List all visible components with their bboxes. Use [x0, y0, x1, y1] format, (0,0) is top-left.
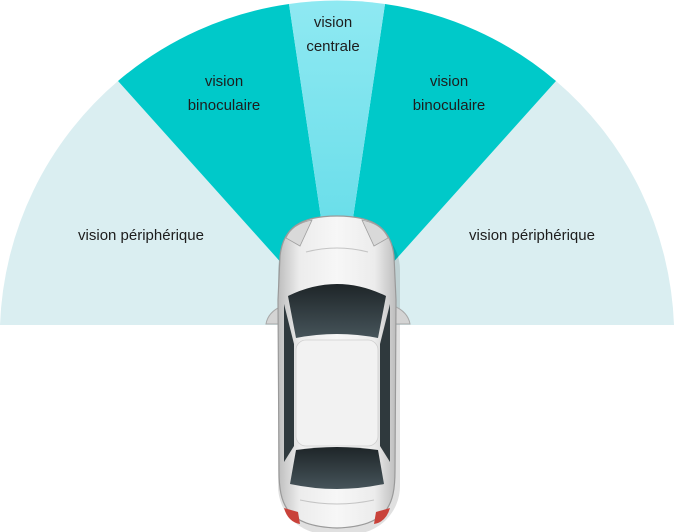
car-window-left [284, 304, 294, 462]
peripheral-zone-right [337, 81, 674, 325]
car-tail-light-left [284, 508, 300, 524]
label-peripheral-right: vision périphérique [469, 227, 595, 244]
label-central-line2: centrale [306, 38, 359, 55]
label-binocular-right-line2: binoculaire [413, 97, 486, 114]
car-windshield [288, 284, 386, 338]
central-zone [289, 0, 385, 325]
car-top-view [265, 215, 411, 532]
car-tail-light-right [374, 508, 390, 524]
car-mirror-right [393, 305, 411, 325]
peripheral-zone-left [0, 81, 337, 325]
label-central-line1: vision [314, 14, 352, 31]
label-binocular-left-line2: binoculaire [188, 97, 261, 114]
label-binocular-right-line1: vision [430, 73, 468, 90]
car-rear-window [290, 447, 384, 489]
label-binocular-left-line1: vision [205, 73, 243, 90]
label-peripheral-left: vision périphérique [78, 227, 204, 244]
car-window-right [380, 304, 390, 462]
car-roof [295, 339, 379, 447]
